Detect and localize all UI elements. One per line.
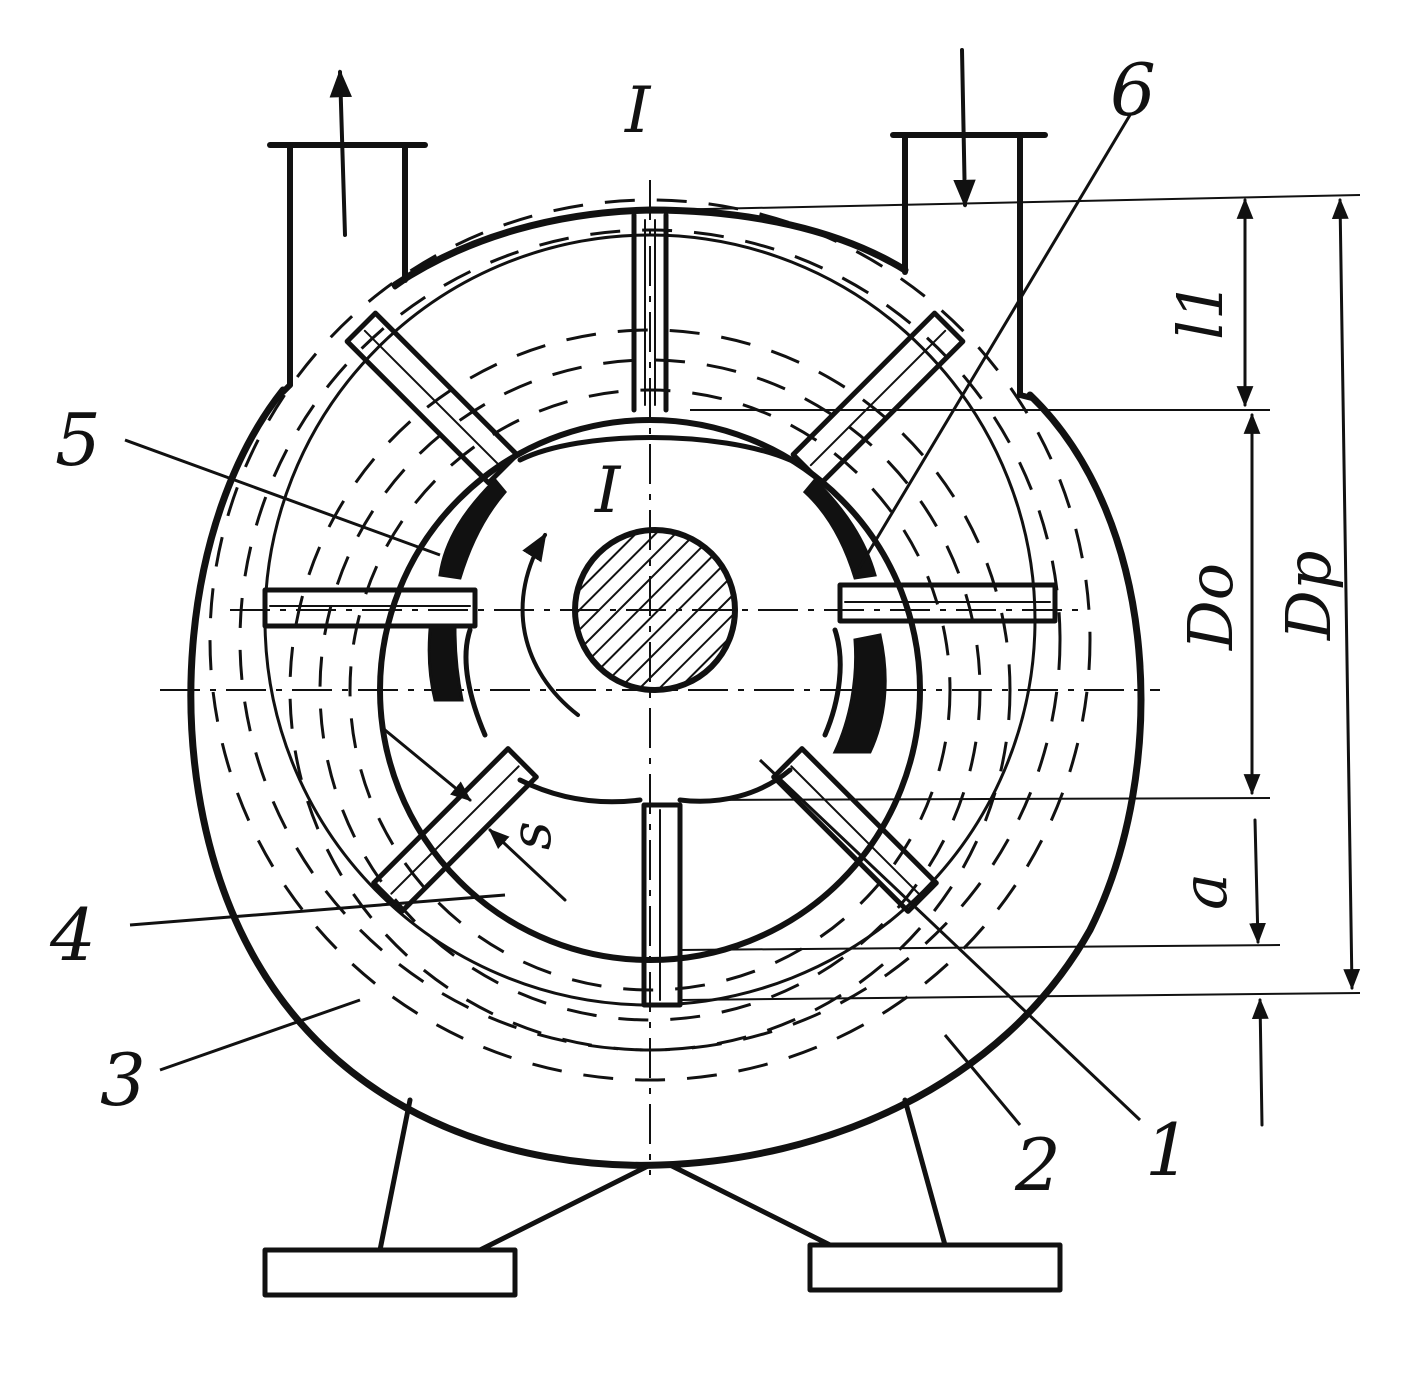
- dimension-a: [1249, 818, 1269, 1127]
- leader-4: [129, 893, 506, 927]
- port-lower-right: [832, 633, 887, 754]
- leader-1: [758, 758, 1142, 1122]
- label-part-6: 6: [1110, 48, 1156, 132]
- outlet-arrow: [329, 69, 352, 237]
- rotation-arrow: [520, 532, 580, 717]
- port-lower-left: [427, 628, 464, 702]
- leader-5: [124, 438, 441, 557]
- outlet-nozzle: [267, 142, 428, 395]
- label-part-4: 4: [49, 893, 96, 977]
- inlet-arrow: [953, 48, 976, 208]
- label-part-2: 2: [1014, 1123, 1061, 1207]
- blade-right: [837, 582, 1058, 624]
- label-part-3: 3: [100, 1038, 146, 1122]
- label-dim-a: a: [1168, 873, 1241, 910]
- label-dim-s: s: [499, 821, 564, 850]
- dimension-dp: [1331, 197, 1361, 991]
- blade-upper-left: [344, 310, 520, 486]
- blade-top: [631, 212, 669, 413]
- blade-upper-right: [790, 310, 966, 486]
- leader-6: [853, 114, 1132, 576]
- impeller-blades: [262, 212, 1058, 1008]
- leader-3: [159, 998, 361, 1072]
- label-dim-do: Do: [1174, 563, 1247, 651]
- label-part-5: 5: [55, 398, 101, 482]
- label-section-center: I: [594, 454, 622, 528]
- inlet-nozzle: [890, 132, 1048, 401]
- blade-bottom: [641, 802, 683, 1008]
- label-dim-l1: l1: [1164, 281, 1237, 340]
- shaft: [572, 527, 738, 693]
- dimension-lines: [659, 194, 1361, 1001]
- leader-2: [943, 1034, 1022, 1126]
- label-part-1: 1: [1145, 1108, 1191, 1192]
- blade-left: [262, 587, 478, 629]
- support-feet: [262, 1097, 1063, 1298]
- labels: 1 2 3 4 5 6 I I l1 Do Dp a s: [49, 48, 1345, 1207]
- dimension-s: [383, 728, 567, 902]
- label-section-top: I: [624, 74, 652, 148]
- port-upper-right: [802, 477, 877, 580]
- port-upper-left: [438, 477, 507, 580]
- distributor-ports: [427, 477, 887, 754]
- blade-lower-right: [771, 746, 939, 914]
- label-dim-dp: Dp: [1272, 551, 1345, 641]
- leader-lines: [124, 114, 1142, 1126]
